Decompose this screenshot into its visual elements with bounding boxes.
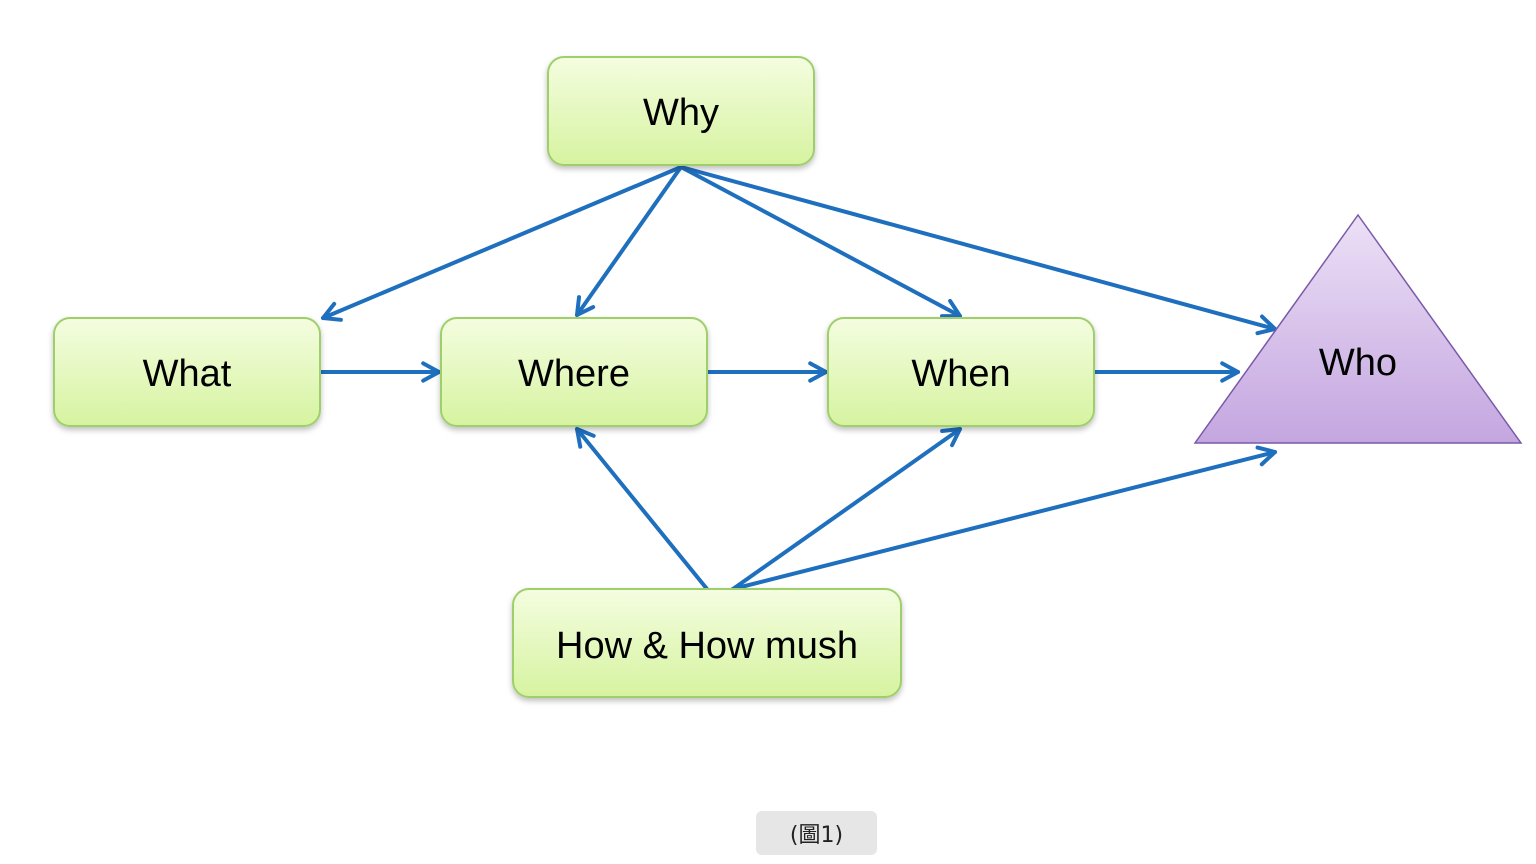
node-when-label: When [911,353,1010,395]
node-who: Who [1193,213,1523,444]
arrow-when-to-who [1092,361,1240,383]
node-what-label: What [143,353,232,395]
arrow-how-to-when [731,427,962,591]
arrow-why-to-when [679,165,962,319]
arrow-how-to-who [731,445,1277,591]
arrow-why-to-who [679,165,1277,336]
arrow-why-to-what [321,165,683,322]
arrowhead [321,301,343,322]
arrowhead [940,298,962,319]
node-why-label: Why [643,92,719,134]
arrowhead [808,361,828,383]
node-where: Where [440,317,708,427]
arrow-why-to-where [575,165,683,317]
figure-caption: (圖1) [756,811,877,855]
arrowhead [575,427,596,449]
node-how-label: How & How mush [556,625,858,667]
arrow-what-to-where [318,361,441,383]
edges-group [318,165,1277,591]
arrowhead [1255,445,1277,467]
arrow-where-to-when [705,361,828,383]
node-who-label: Who [1319,342,1397,384]
node-how: How & How mush [512,588,902,698]
arrowhead [1255,314,1277,336]
arrowhead [421,361,441,383]
arrowhead [940,427,962,448]
arrowhead [1220,361,1240,383]
arrowhead [575,295,596,317]
arrow-how-to-where [575,427,709,591]
node-what: What [53,317,321,427]
node-why: Why [547,56,815,166]
node-when: When [827,317,1095,427]
node-where-label: Where [518,353,630,395]
